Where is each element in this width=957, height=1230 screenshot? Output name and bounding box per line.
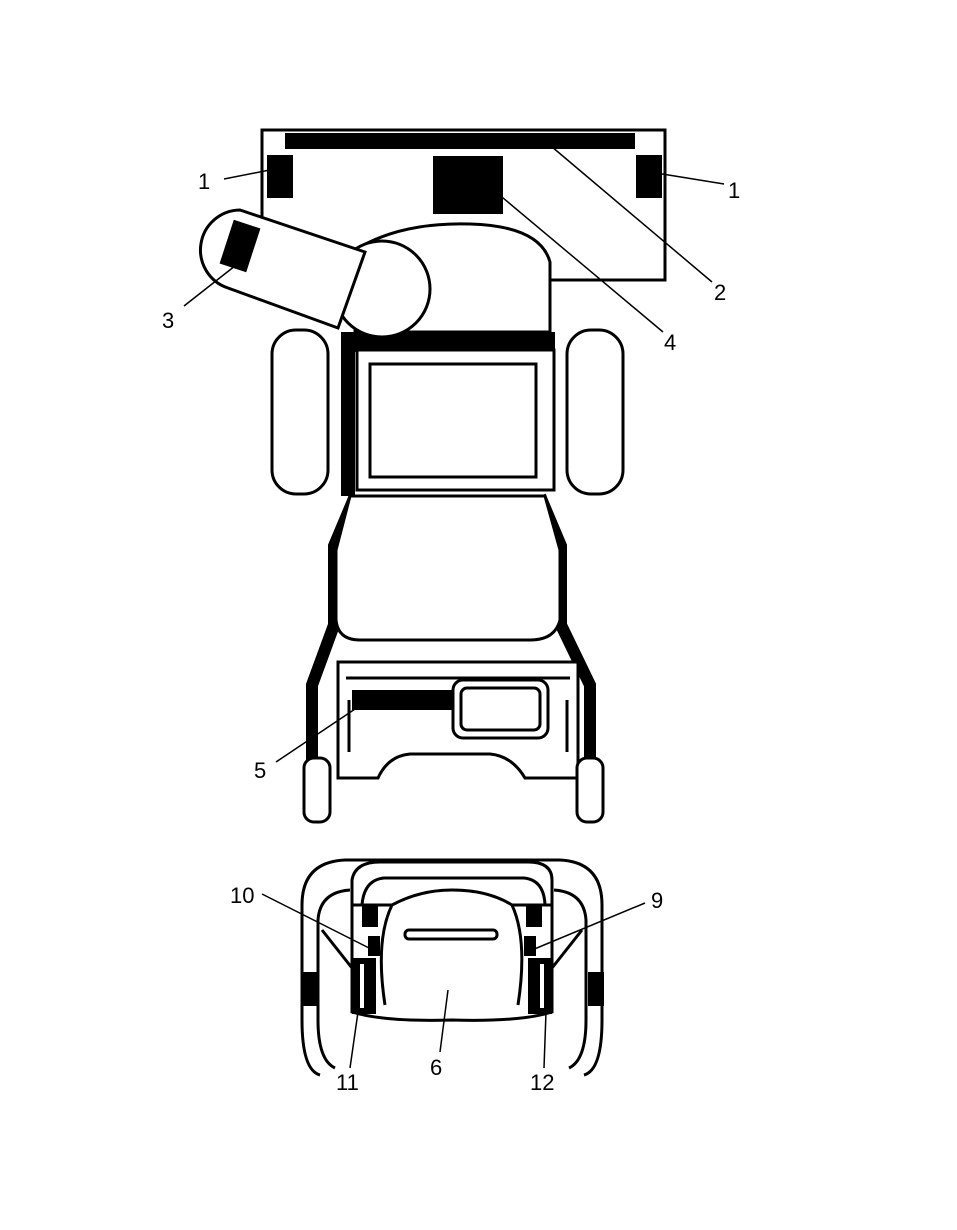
rear-grip-left <box>302 972 318 1006</box>
callout-1-right: 1 <box>728 178 740 203</box>
rear-panel-slot <box>403 928 499 941</box>
leader-1-left <box>223 167 281 180</box>
rear-view-machine <box>300 858 604 1077</box>
decal-2-strip <box>285 133 635 149</box>
decal-5-strip <box>352 690 452 710</box>
callout-5: 5 <box>254 758 266 783</box>
decal-9-block <box>524 936 536 956</box>
decal-1-right <box>636 155 662 198</box>
decal-3-block <box>219 219 261 273</box>
rear-handle-loop-inner <box>316 888 351 1070</box>
wheel-right <box>565 328 625 496</box>
rear-black-tl <box>362 905 378 927</box>
frame-left-rail <box>341 332 355 496</box>
top-view-machine <box>198 128 667 824</box>
decal-12-stripe <box>540 964 544 1008</box>
callout-2: 2 <box>714 280 726 305</box>
callout-12: 12 <box>530 1070 554 1095</box>
decal-4-block <box>433 156 503 214</box>
callout-4: 4 <box>664 330 676 355</box>
callout-9: 9 <box>651 888 663 913</box>
rear-black-tr <box>526 905 542 927</box>
rear-display-inner <box>459 686 542 732</box>
callout-labels: 1 1 2 3 4 5 10 9 6 11 12 <box>162 169 740 1095</box>
leader-5 <box>275 702 365 763</box>
callout-3: 3 <box>162 308 174 333</box>
leader-12 <box>543 1011 547 1069</box>
grip-right <box>575 756 605 824</box>
leader-lines <box>183 140 725 1069</box>
callout-1-left: 1 <box>198 169 210 194</box>
control-panel-outer <box>355 348 556 492</box>
wheel-left <box>270 328 330 496</box>
grip-left <box>302 756 332 824</box>
callout-6: 6 <box>430 1055 442 1080</box>
rear-grip-right <box>588 972 604 1006</box>
control-panel-inner <box>368 362 538 479</box>
leader-1-right <box>649 171 725 185</box>
callout-10: 10 <box>230 883 254 908</box>
callout-11: 11 <box>336 1070 359 1095</box>
rear-hood <box>334 494 562 642</box>
rear-arm-right <box>550 929 584 1010</box>
rear-handle-loop <box>300 858 604 1077</box>
leader-2 <box>544 140 713 283</box>
decal-10-block <box>368 936 380 956</box>
rear-arm-left <box>320 929 354 1010</box>
leader-11 <box>349 1011 359 1069</box>
rear-panel-6-hood <box>379 888 524 1006</box>
decal-11-stripe <box>360 964 364 1008</box>
frame-band <box>341 332 555 352</box>
decal-1-left <box>267 155 293 198</box>
leader-4 <box>483 181 664 333</box>
rear-top-bar-inner <box>360 876 547 906</box>
leader-6 <box>439 989 449 1053</box>
leader-10 <box>261 893 374 951</box>
rear-display-outer <box>451 678 550 740</box>
leader-9 <box>531 902 646 951</box>
rear-handle-loop-inner-r <box>553 888 588 1070</box>
leader-3 <box>183 261 241 307</box>
